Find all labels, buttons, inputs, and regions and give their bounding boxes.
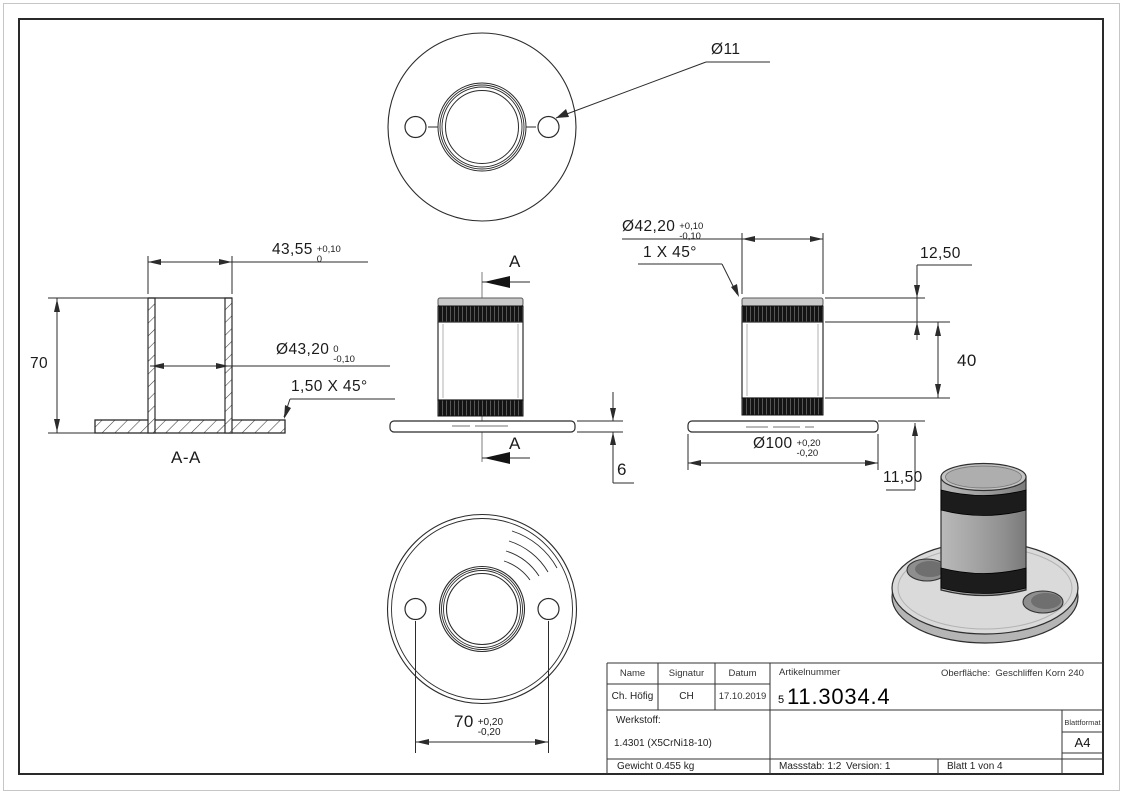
dim-chamfer: 1,50 X 45°: [291, 378, 368, 395]
titleblock-blattformat-value: A4: [1074, 735, 1091, 750]
dim-mid-height: 40: [957, 351, 977, 370]
section-arrow-label-top: A: [509, 252, 521, 271]
top-view: [387, 32, 770, 222]
titleblock-blatt: Blatt 1 von 4: [947, 761, 1003, 772]
dim-4320-lines: [150, 363, 390, 369]
titleblock-datum-label: Datum: [728, 668, 757, 679]
dim-70-lines: [48, 297, 148, 434]
titleblock-werkstoff-value: 1.4301 (X5CrNi18-10): [614, 738, 712, 749]
dim-40-lines: [825, 321, 950, 399]
section-label: A-A: [171, 448, 201, 467]
dim-4355-lines: [147, 256, 368, 294]
chamfer-leader: [283, 398, 395, 419]
title-block-lines: [606, 662, 1103, 774]
drawing-frame: [18, 18, 1104, 775]
dim-plate-thickness: 6: [617, 460, 627, 479]
dim-100-lines: [687, 434, 879, 470]
titleblock-gewicht: Gewicht 0.455 kg: [617, 761, 695, 772]
section-arrow-label-bottom: A: [509, 434, 521, 453]
dim-top-height: 12,50: [920, 245, 961, 262]
dim-hole-spacing: 70+0,20-0,20: [454, 712, 504, 738]
dim-plate-dia: Ø100+0,20-0,20: [753, 435, 821, 459]
iso-3d-view: [891, 462, 1079, 644]
dim-1250-lines: [825, 264, 972, 340]
bottom-view: [386, 513, 578, 753]
front-view: [389, 272, 634, 484]
dim-6-lines: [577, 392, 634, 484]
titleblock-blattformat-label: Blattformat: [1064, 718, 1101, 727]
dim-hole-dia: Ø11: [711, 41, 741, 58]
dim-4220-lines: [622, 233, 824, 294]
dim-outer-dia: Ø42,20+0,10-0,10: [622, 218, 704, 242]
dim-chamfer-right: 1 X 45°: [643, 244, 697, 261]
section-line-arrows: [482, 276, 530, 464]
section-view: [48, 256, 395, 434]
titleblock-artikelnummer-label: Artikelnummer: [779, 667, 841, 678]
titleblock-massstab: Massstab: 1:2: [779, 761, 842, 772]
titleblock-version: Version: 1: [846, 761, 891, 772]
dim-height: 70: [30, 355, 49, 372]
titleblock-datum-value: 17.10.2019: [718, 691, 767, 702]
titleblock-name-label: Name: [619, 668, 646, 679]
titleblock-signatur-value: CH: [679, 691, 694, 702]
right-view: [622, 233, 972, 491]
page-edge: [3, 3, 1120, 791]
titleblock-oberflaeche: Oberfläche: Geschliffen Korn 240: [941, 668, 1084, 679]
dim-1150-lines: [878, 420, 925, 491]
titleblock-artikelnummer-prefix: 5: [778, 694, 785, 706]
titleblock-artikelnummer-value: 11.3034.4: [787, 684, 891, 709]
chamfer-leader-right: [638, 263, 739, 297]
hole-dia-leader: [555, 61, 770, 119]
dim-band-height: 11,50: [883, 469, 923, 486]
titleblock-name-value: Ch. Höfig: [611, 691, 654, 702]
titleblock-werkstoff-label: Werkstoff:: [616, 715, 661, 726]
titleblock-signatur-label: Signatur: [668, 668, 705, 679]
grind-marks: [503, 530, 558, 581]
dim-70-bottom-lines: [415, 621, 549, 753]
